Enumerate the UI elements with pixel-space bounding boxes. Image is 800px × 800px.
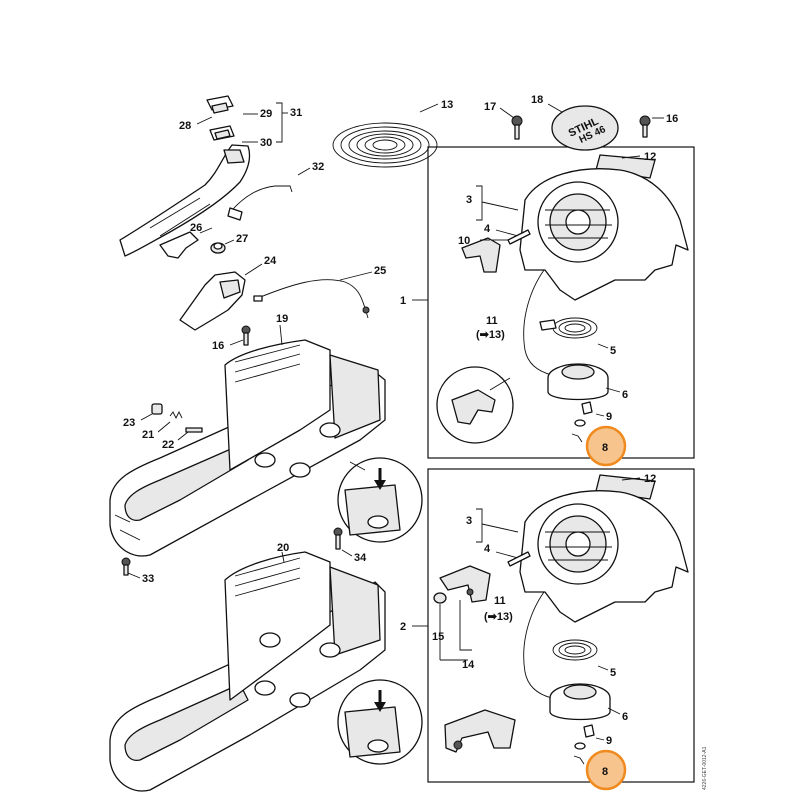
label-2: 2 xyxy=(400,621,406,633)
label-5-lower: 5 xyxy=(610,667,616,679)
throttle-cable-part-25[interactable] xyxy=(253,279,370,319)
detail-zoom-lower xyxy=(337,679,423,765)
stihl-decal-part-18[interactable]: STIHL HS 46 xyxy=(551,105,619,151)
label-18: 18 xyxy=(531,94,543,106)
label-34: 34 xyxy=(354,552,367,564)
label-8-lower: 8 xyxy=(602,766,608,778)
label-6-upper: 6 xyxy=(622,389,628,401)
label-17: 17 xyxy=(484,101,496,113)
label-30: 30 xyxy=(260,137,272,149)
label-9-upper: 9 xyxy=(606,411,612,423)
pin-part-4-upper[interactable] xyxy=(507,229,531,245)
label-20: 20 xyxy=(277,542,289,554)
fan-housing-part-12-lower[interactable] xyxy=(519,474,689,623)
label-19: 19 xyxy=(276,313,288,325)
pawl-part-9-lower[interactable] xyxy=(583,724,595,738)
washer-part-8-upper[interactable] xyxy=(571,419,586,443)
label-11-upper: 11 xyxy=(486,315,498,327)
label-4-lower: 4 xyxy=(484,543,491,555)
reference-code: 4226-GET-0012-A1 xyxy=(702,746,708,790)
rewind-spring-part-5-lower[interactable] xyxy=(552,639,598,661)
starter-grip-part-10[interactable] xyxy=(461,237,501,273)
label-6-lower: 6 xyxy=(622,711,628,723)
label-10: 10 xyxy=(458,235,470,247)
label-15: 15 xyxy=(432,631,444,643)
label-16-left: 16 xyxy=(212,340,224,352)
rope-rotor-part-6-lower[interactable] xyxy=(549,683,611,721)
highlight-part-8-upper[interactable] xyxy=(585,425,627,467)
label-3-upper: 3 xyxy=(466,194,472,206)
label-13ref-lower: (➡13) xyxy=(484,611,513,623)
label-26: 26 xyxy=(190,222,202,234)
grip-detail-circle-upper xyxy=(436,366,514,444)
grip-detail-lower xyxy=(444,709,516,753)
label-28: 28 xyxy=(179,120,191,132)
screw-part-17[interactable] xyxy=(511,115,523,140)
starter-grip-part-14[interactable] xyxy=(439,565,491,603)
housing-part-19[interactable] xyxy=(109,339,386,557)
starter-rope-part-11-lower[interactable] xyxy=(523,591,553,699)
label-16-right: 16 xyxy=(666,113,678,125)
detail-zoom-upper xyxy=(337,457,423,543)
cap-part-15[interactable] xyxy=(433,592,447,604)
pin-part-23[interactable] xyxy=(151,403,163,415)
label-9-lower: 9 xyxy=(606,735,612,747)
lever-part-26[interactable] xyxy=(159,231,199,259)
detail-box-starter-2 xyxy=(427,468,695,783)
washer-part-8-lower[interactable] xyxy=(573,742,586,765)
label-21: 21 xyxy=(142,429,154,441)
spring-part-27[interactable] xyxy=(210,242,226,254)
label-12-upper: 12 xyxy=(644,151,656,163)
trigger-part-24[interactable] xyxy=(179,271,246,331)
label-13-top: 13 xyxy=(441,99,453,111)
rewind-spring-part-5-upper[interactable] xyxy=(539,317,598,339)
switch-assembly[interactable] xyxy=(206,95,235,141)
handle-part-30[interactable] xyxy=(119,144,251,257)
screw-part-16-right[interactable] xyxy=(639,115,651,138)
spring-part-21[interactable] xyxy=(169,410,183,420)
label-32: 32 xyxy=(312,161,324,173)
label-4-upper: 4 xyxy=(484,223,491,235)
label-5-upper: 5 xyxy=(610,345,616,357)
label-22: 22 xyxy=(162,439,174,451)
label-13ref-upper: (➡13) xyxy=(476,329,505,341)
label-33: 33 xyxy=(142,573,154,585)
rewind-spring-part-13[interactable] xyxy=(332,122,438,168)
housing-part-20[interactable] xyxy=(109,551,386,792)
pin-part-4-lower[interactable] xyxy=(507,551,531,567)
screw-part-33[interactable] xyxy=(121,557,131,576)
label-14: 14 xyxy=(462,659,475,671)
label-27: 27 xyxy=(236,233,248,245)
pawl-part-9-upper[interactable] xyxy=(581,401,593,415)
detail-box-starter-1 xyxy=(427,146,695,459)
label-29: 29 xyxy=(260,108,272,120)
label-8-upper: 8 xyxy=(602,442,608,454)
starter-rope-part-11-upper[interactable] xyxy=(523,269,553,376)
wire-part-32[interactable] xyxy=(231,185,293,211)
label-31: 31 xyxy=(290,107,302,119)
rope-rotor-part-6-upper[interactable] xyxy=(547,363,609,401)
label-12-lower: 12 xyxy=(644,473,656,485)
screw-part-34[interactable] xyxy=(333,527,343,550)
bolt-part-22[interactable] xyxy=(185,427,203,433)
label-24: 24 xyxy=(264,255,277,267)
label-23: 23 xyxy=(123,417,135,429)
fan-housing-part-12-upper[interactable] xyxy=(519,154,689,301)
label-1: 1 xyxy=(400,295,406,307)
label-3-lower: 3 xyxy=(466,515,472,527)
label-11-lower: 11 xyxy=(494,595,506,607)
label-25: 25 xyxy=(374,265,386,277)
highlight-part-8-lower[interactable] xyxy=(585,749,627,791)
screw-part-16-left[interactable] xyxy=(241,325,251,346)
